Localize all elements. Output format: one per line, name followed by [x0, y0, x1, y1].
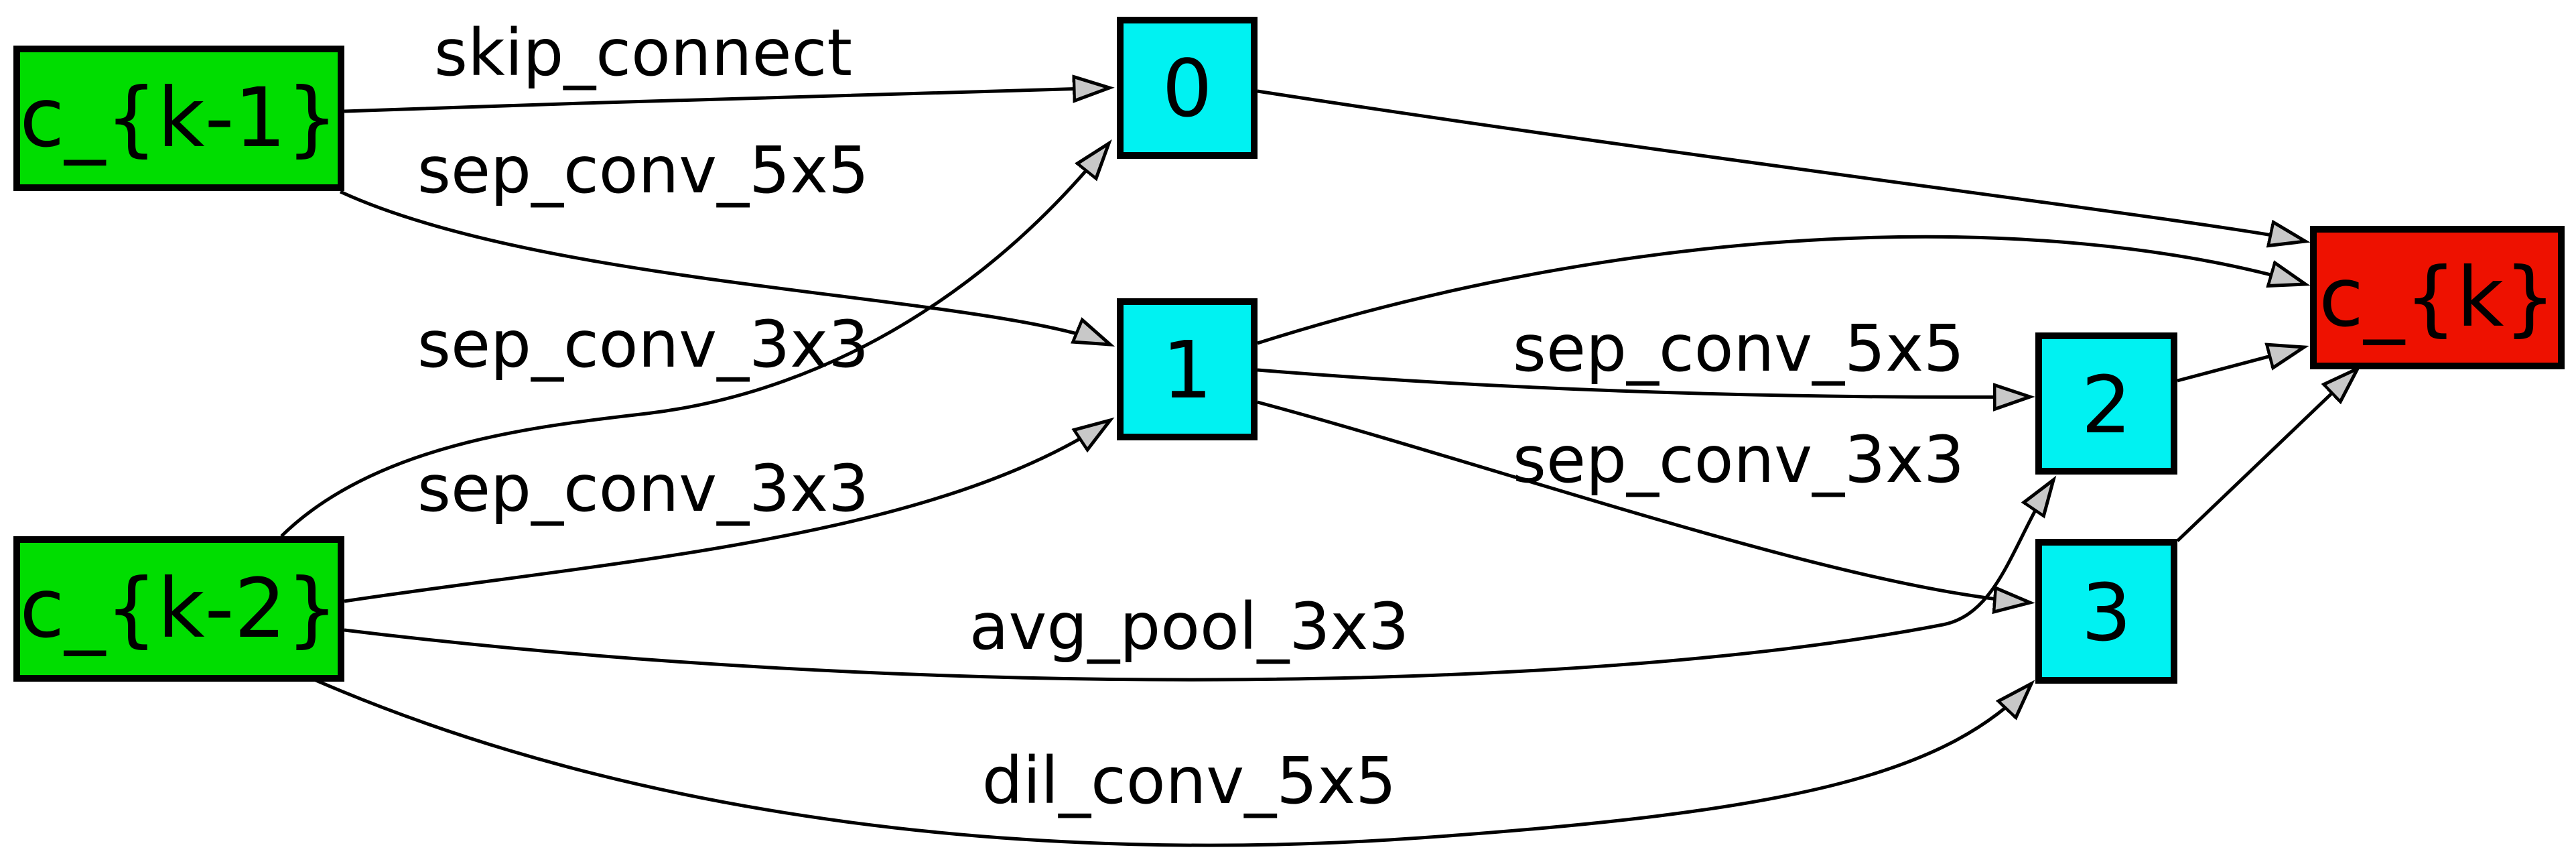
node-3-box — [2035, 539, 2177, 684]
edge-1-to-3 — [1257, 400, 2030, 603]
node-2-box — [2035, 332, 2177, 475]
node-0: 0 — [1117, 17, 1258, 159]
edge-ck2-to-1 — [344, 420, 1110, 603]
edge-ck2-to-3 — [307, 675, 2031, 847]
node-ck2: c_{k-2} — [13, 536, 344, 682]
edge-1-to-ck — [1257, 235, 2305, 345]
node-ck1-label: c_{k-1} — [19, 70, 338, 166]
node-1-label: 1 — [1162, 324, 1212, 416]
node-1: 1 — [1117, 298, 1258, 440]
node-2: 2 — [2035, 332, 2177, 475]
node-3-label: 3 — [2081, 566, 2131, 659]
node-ck2-label: c_{k-2} — [19, 561, 338, 656]
node-ck2-box — [13, 536, 344, 682]
edge-label-avg-pool-3x3: avg_pool_3x3 — [969, 589, 1410, 664]
node-0-box — [1117, 17, 1258, 159]
edge-0-to-ck — [1257, 89, 2305, 241]
edge-label-sep-conv-3x3-c: sep_conv_3x3 — [1513, 422, 1964, 497]
edge-label-sep-conv-3x3-a: sep_conv_3x3 — [417, 307, 869, 382]
edge-label-sep-conv-5x5-b: sep_conv_5x5 — [1513, 311, 1964, 386]
node-ck-label: c_{k} — [2319, 250, 2556, 345]
node-ck: c_{k} — [2310, 226, 2565, 369]
edge-ck2-to-0 — [280, 143, 1109, 538]
node-ck1: c_{k-1} — [13, 46, 344, 191]
edge-ck1-to-1 — [339, 190, 1110, 345]
edge-3-to-ck — [2176, 369, 2358, 542]
edge-1-to-2 — [1257, 368, 2030, 397]
edge-ck2-to-2 — [344, 480, 2053, 682]
edge-label-dil-conv-5x5: dil_conv_5x5 — [982, 743, 1396, 818]
node-ck1-box — [13, 46, 344, 191]
node-0-label: 0 — [1162, 42, 1212, 135]
node-2-label: 2 — [2081, 359, 2131, 451]
node-1-box — [1117, 298, 1258, 440]
edge-label-sep-conv-3x3-b: sep_conv_3x3 — [417, 451, 869, 526]
edge-2-to-ck — [2177, 347, 2304, 383]
node-ck-box — [2310, 226, 2565, 369]
edge-ck1-to-0 — [344, 88, 1109, 113]
edge-label-skip-connect: skip_connect — [434, 15, 852, 90]
edge-label-sep-conv-5x5-a: sep_conv_5x5 — [417, 133, 869, 208]
node-3: 3 — [2035, 539, 2177, 684]
